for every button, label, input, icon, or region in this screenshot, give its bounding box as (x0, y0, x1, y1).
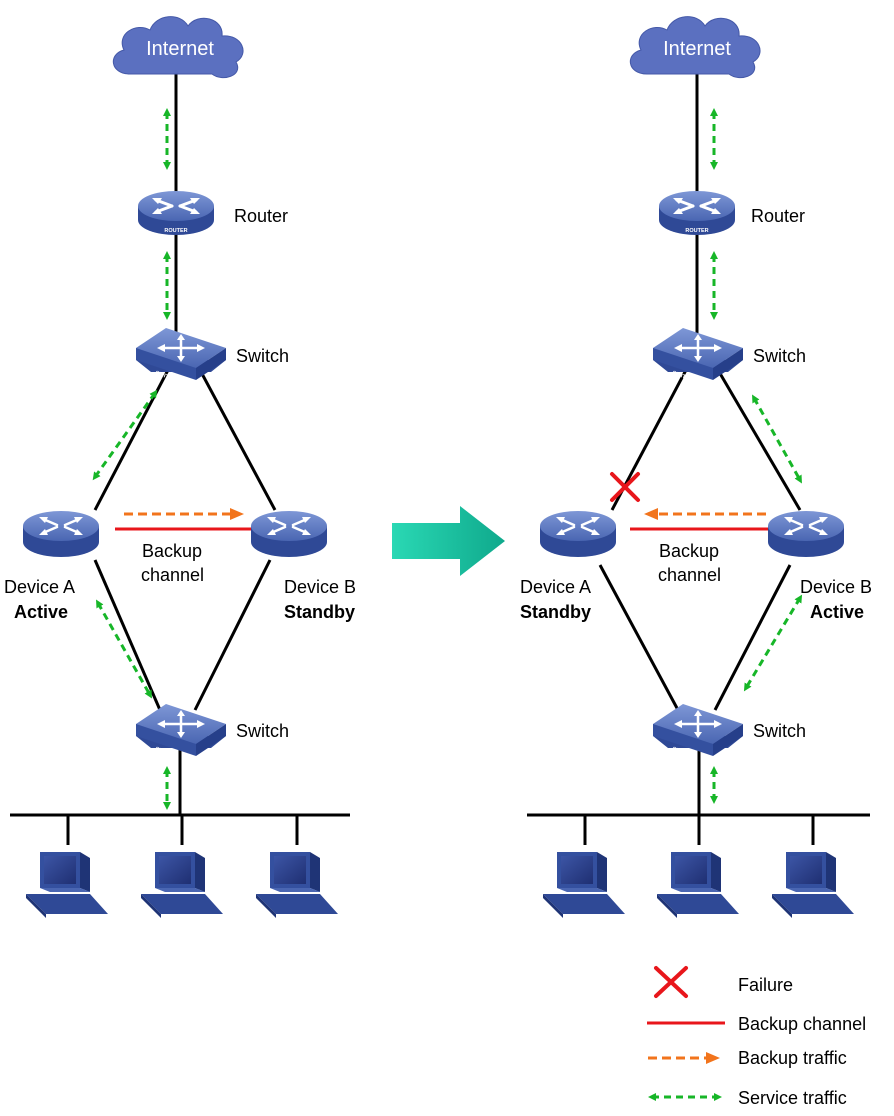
legend-backup-traffic-label: Backup traffic (738, 1048, 847, 1068)
right-failure-x-icon (610, 472, 640, 502)
right-device-a-icon (538, 509, 618, 559)
left-switch-bottom-label: Switch (236, 721, 289, 741)
right-router-label: Router (751, 206, 805, 226)
right-switch-top-label: Switch (753, 346, 806, 366)
left-switch-top-label: Switch (236, 346, 289, 366)
right-device-a-role: Standby (520, 602, 591, 622)
right-cloud-icon: Internet (629, 16, 761, 79)
right-switch-top-icon: SWITCH (651, 326, 745, 383)
legend-backup-channel-label: Backup channel (738, 1014, 866, 1034)
right-device-a-label: Device A (520, 577, 591, 597)
left-cloud-icon: Internet (112, 16, 244, 79)
left-device-b-label: Device B (284, 577, 356, 597)
left-backup-channel-text-1: Backup (142, 541, 202, 561)
right-backup-channel-text-1: Backup (659, 541, 719, 561)
legend-service-traffic-label: Service traffic (738, 1088, 847, 1108)
left-backup-channel-text-2: channel (141, 565, 204, 585)
left-device-a-label: Device A (4, 577, 75, 597)
right-switch-bottom-label: Switch (753, 721, 806, 741)
right-pc-3-icon (772, 852, 854, 918)
right-device-b-role: Active (810, 602, 864, 622)
right-router-icon: ROUTER (657, 189, 737, 237)
left-pc-3-icon (256, 852, 338, 918)
right-device-b-label: Device B (800, 577, 872, 597)
left-device-a-icon (21, 509, 101, 559)
left-router-tag: ROUTER (164, 228, 187, 234)
left-topology: Internet ROUTER Router SWITCH Switch Dev… (4, 16, 356, 918)
left-service-traffic (92, 108, 171, 810)
left-internet-label: Internet (146, 38, 214, 60)
legend-failure-x-icon (654, 966, 688, 998)
left-pc-1-icon (26, 852, 108, 918)
left-device-b-role: Standby (284, 602, 355, 622)
left-device-b-icon (249, 509, 329, 559)
left-switch-top-icon: SWITCH (134, 326, 228, 383)
right-device-b-icon (766, 509, 846, 559)
right-service-traffic (710, 108, 803, 804)
transition-arrow-icon (392, 506, 505, 576)
right-topology: Internet ROUTER Router SWITCH Switch Dev… (520, 16, 872, 918)
left-router-icon: ROUTER (136, 189, 216, 237)
right-pc-2-icon (657, 852, 739, 918)
left-router-label: Router (234, 206, 288, 226)
left-pc-2-icon (141, 852, 223, 918)
right-backup-channel-text-2: channel (658, 565, 721, 585)
right-internet-label: Internet (663, 38, 731, 60)
right-router-tag: ROUTER (685, 228, 708, 234)
legend: Failure Backup channel Backup traffic Se… (647, 966, 866, 1108)
legend-failure-label: Failure (738, 975, 793, 995)
right-pc-1-icon (543, 852, 625, 918)
left-device-a-role: Active (14, 602, 68, 622)
